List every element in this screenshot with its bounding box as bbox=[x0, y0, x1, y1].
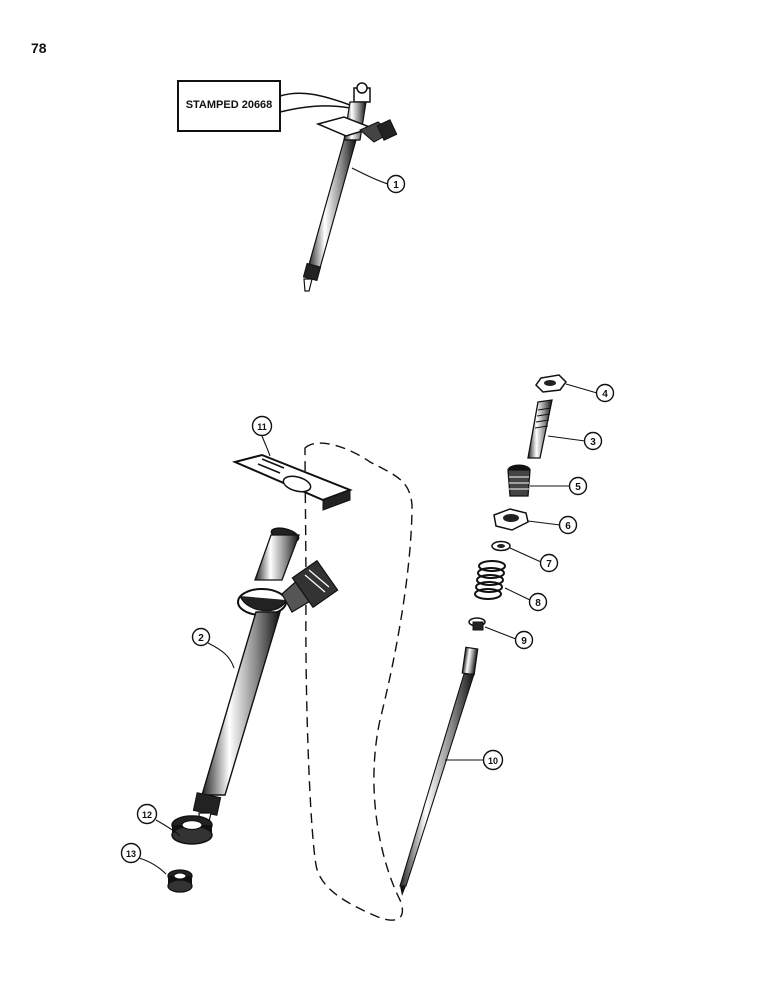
leader-lines bbox=[138, 383, 598, 875]
lock-nut bbox=[493, 508, 529, 531]
clamp-plate bbox=[231, 453, 353, 511]
callout-5: 5 bbox=[568, 476, 588, 496]
callout-9: 9 bbox=[514, 630, 534, 650]
top-nut bbox=[535, 374, 567, 393]
callout-7: 7 bbox=[539, 553, 559, 573]
spring-washer bbox=[491, 540, 511, 552]
callout-4: 4 bbox=[595, 383, 615, 403]
callout-8: 8 bbox=[528, 592, 548, 612]
page-number: 78 bbox=[31, 40, 47, 56]
callout-12-number: 12 bbox=[142, 810, 152, 820]
callout-11: 11 bbox=[251, 415, 273, 437]
injector-body bbox=[192, 527, 339, 831]
spring-cap bbox=[507, 464, 531, 497]
seal-washer bbox=[171, 815, 213, 845]
callout-2: 2 bbox=[191, 627, 211, 647]
nozzle-spindle bbox=[399, 646, 479, 896]
adjusting-screw bbox=[527, 399, 553, 459]
callout-8-number: 8 bbox=[535, 598, 541, 609]
callout-9-number: 9 bbox=[521, 636, 527, 647]
callout-1: 1 bbox=[386, 174, 406, 194]
spindle-seat bbox=[468, 617, 486, 631]
stamped-callout: STAMPED 20668 bbox=[177, 80, 351, 132]
callout-12: 12 bbox=[136, 803, 158, 825]
assembled-injector bbox=[302, 82, 398, 292]
callout-4-number: 4 bbox=[602, 389, 608, 400]
callout-5-number: 5 bbox=[575, 482, 581, 493]
kit-boundary bbox=[304, 442, 413, 921]
callout-13-number: 13 bbox=[126, 849, 136, 859]
callout-13: 13 bbox=[120, 842, 142, 864]
callout-6: 6 bbox=[558, 515, 578, 535]
callout-2-number: 2 bbox=[198, 633, 204, 644]
small-washer bbox=[167, 869, 193, 893]
stamped-callout-text: STAMPED 20668 bbox=[186, 99, 273, 111]
callout-1-number: 1 bbox=[393, 180, 399, 191]
callout-3-number: 3 bbox=[590, 437, 596, 448]
callout-6-number: 6 bbox=[565, 521, 571, 532]
callout-10: 10 bbox=[482, 749, 504, 771]
callout-10-number: 10 bbox=[488, 756, 498, 766]
callout-7-number: 7 bbox=[546, 559, 552, 570]
coil-spring bbox=[474, 560, 506, 600]
callout-11-number: 11 bbox=[257, 422, 267, 432]
callout-3: 3 bbox=[583, 431, 603, 451]
